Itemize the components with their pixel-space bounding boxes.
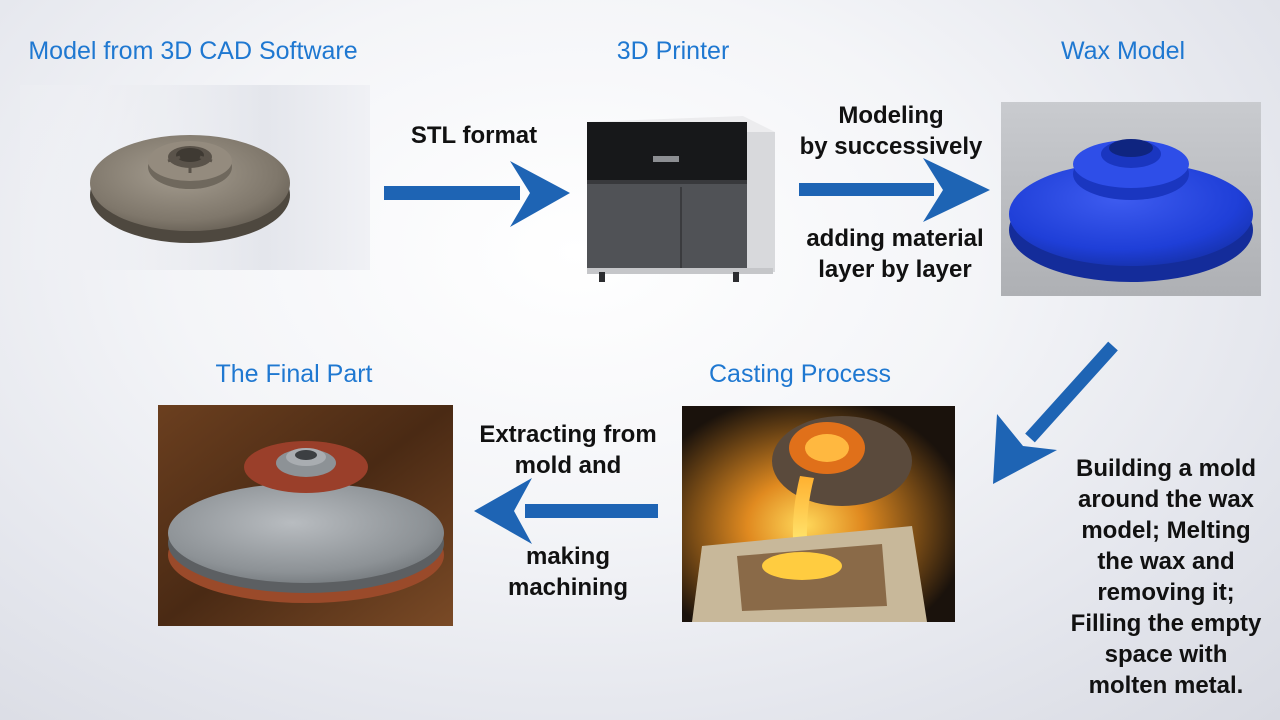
label-line: by successively	[799, 133, 983, 160]
cad-model-title: Model from 3D CAD Software	[28, 37, 358, 65]
impeller-cad-image	[20, 85, 370, 270]
printer-to-wax-label-top: Modeling by successively	[800, 100, 983, 162]
label-line: space with	[1104, 641, 1228, 668]
label-line: machining	[507, 574, 629, 601]
printer-to-wax-label-bottom: adding material layer by layer	[806, 223, 983, 285]
label-line: Modeling	[838, 102, 944, 129]
stl-format-label: STL format	[410, 122, 538, 149]
arrow-casting-to-final	[474, 478, 658, 544]
wax-impeller-image	[1001, 102, 1261, 296]
machined-impeller-image	[158, 405, 453, 626]
arrow-printer-to-wax	[799, 158, 990, 222]
label-line: the wax and	[1097, 548, 1235, 575]
casting-to-final-label-bottom: making machining	[508, 541, 628, 603]
final-part-title: The Final Part	[215, 360, 373, 388]
wax-to-casting-label: Building a mold around the wax model; Me…	[1071, 453, 1262, 701]
label-line: model; Melting	[1081, 517, 1251, 544]
label-line: making	[525, 543, 611, 570]
casting-to-final-label-top: Extracting from mold and	[479, 419, 656, 481]
wax-model-title: Wax Model	[1060, 37, 1186, 65]
printer-title: 3D Printer	[616, 37, 730, 65]
label-line: molten metal.	[1088, 672, 1244, 699]
label-line: mold and	[514, 452, 622, 479]
casting-title: Casting Process	[708, 360, 892, 388]
label-line: Extracting from	[479, 421, 657, 448]
molten-metal-pouring-image	[682, 406, 955, 622]
label-line: Filling the empty	[1070, 610, 1262, 637]
3d-printer-image	[583, 112, 778, 290]
label-line: layer by layer	[818, 256, 972, 283]
arrow-cad-to-printer	[384, 161, 570, 227]
label-line: adding material	[806, 225, 984, 252]
label-line: removing it;	[1097, 579, 1235, 606]
label-line: Building a mold	[1076, 455, 1256, 482]
arrow-wax-to-casting	[993, 341, 1118, 484]
label-line: around the wax	[1077, 486, 1255, 513]
